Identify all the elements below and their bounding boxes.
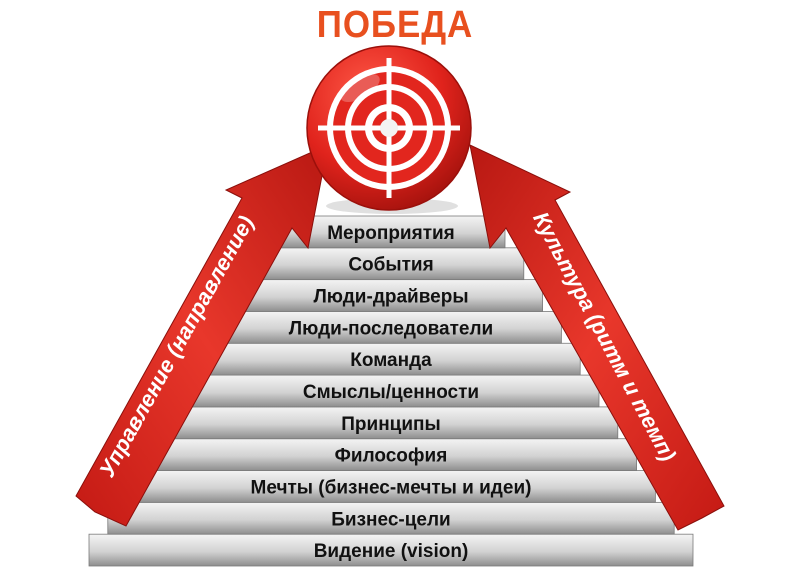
- pyramid-step-label: Люди-последователи: [289, 318, 493, 339]
- right-arrow-shape: [469, 144, 725, 531]
- pyramid-step-label: Философия: [335, 446, 448, 467]
- pyramid-step-block: [126, 470, 656, 503]
- pyramid-step-block: [182, 374, 600, 408]
- pyramid-step: Мечты (бизнес-мечты и идеи): [126, 470, 656, 503]
- pyramid-step: События: [257, 247, 525, 281]
- pyramid-step-block: [144, 438, 638, 471]
- pyramid-step-label: Бизнес-цели: [331, 509, 450, 530]
- pyramid-step-block: [201, 342, 581, 376]
- pyramid-step: Команда: [201, 342, 581, 376]
- pyramid-step-label: Люди-драйверы: [313, 287, 468, 308]
- pyramid-step: Видение (vision): [88, 533, 694, 567]
- pyramid-step: Люди-последователи: [220, 311, 562, 344]
- pyramid-step-label: Мероприятия: [327, 223, 455, 244]
- pyramid-step-label: Смыслы/ценности: [303, 382, 479, 403]
- pyramid-step: Бизнес-цели: [107, 501, 675, 535]
- pyramid-step-label: События: [348, 255, 433, 276]
- pyramid-step-label: Видение (vision): [314, 541, 469, 562]
- pyramid-step: Принципы: [163, 406, 619, 440]
- pyramid-step: Смыслы/ценности: [182, 374, 600, 408]
- pyramid-step: Философия: [144, 438, 638, 471]
- pyramid-step-block: [163, 406, 619, 440]
- pyramid-step-block: [88, 533, 694, 567]
- pyramid-step: Люди-драйверы: [238, 279, 544, 312]
- pyramid-step-label: Принципы: [341, 414, 440, 435]
- pyramid-step-label: Мечты (бизнес-мечты и идеи): [251, 477, 532, 498]
- diagram-title: ПОБЕДА: [316, 4, 474, 46]
- pyramid-step-block: [276, 215, 506, 249]
- pyramid-step: Мероприятия: [276, 215, 506, 249]
- pyramid-step-label: Команда: [350, 350, 432, 371]
- target-crosshair-icon: [306, 45, 472, 214]
